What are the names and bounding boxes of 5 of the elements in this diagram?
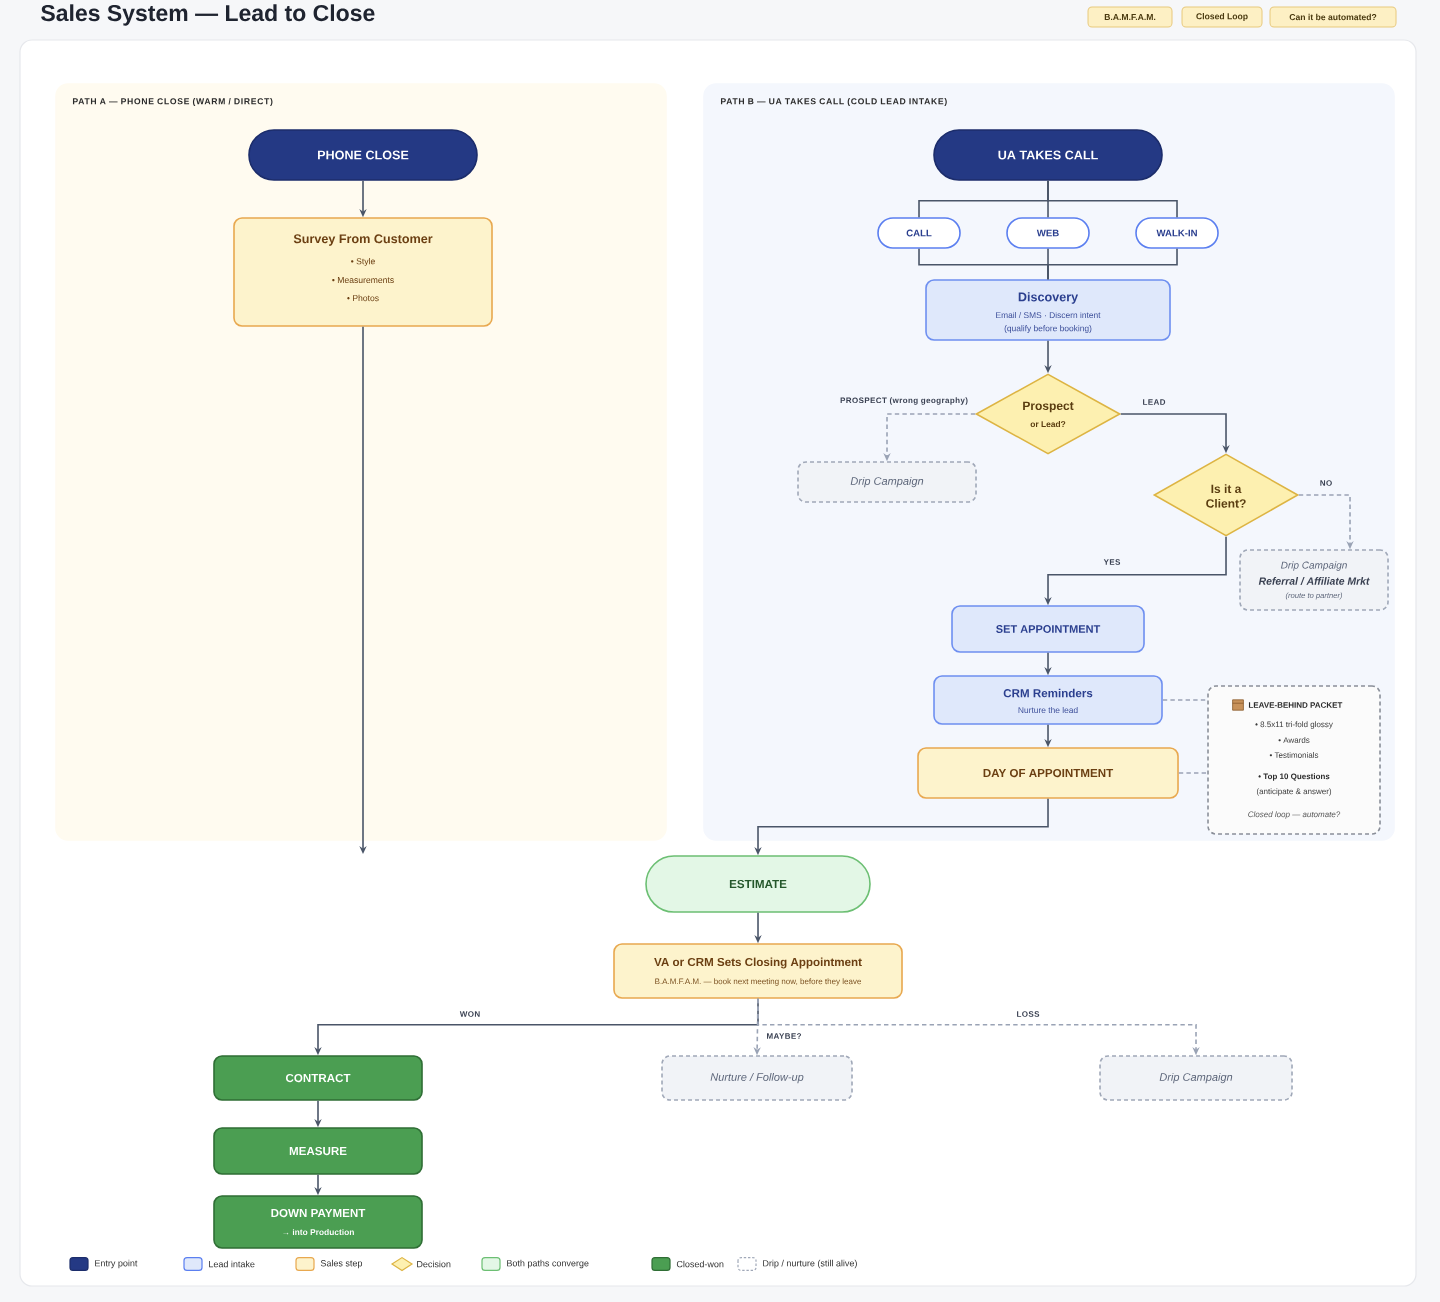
connector-line [1047,248,1178,280]
dashed-connector-line [1162,699,1208,701]
connector-line [1047,180,1178,218]
title: Sales System — Lead to Close [41,4,375,26]
dashed-connector-line [1178,772,1208,774]
